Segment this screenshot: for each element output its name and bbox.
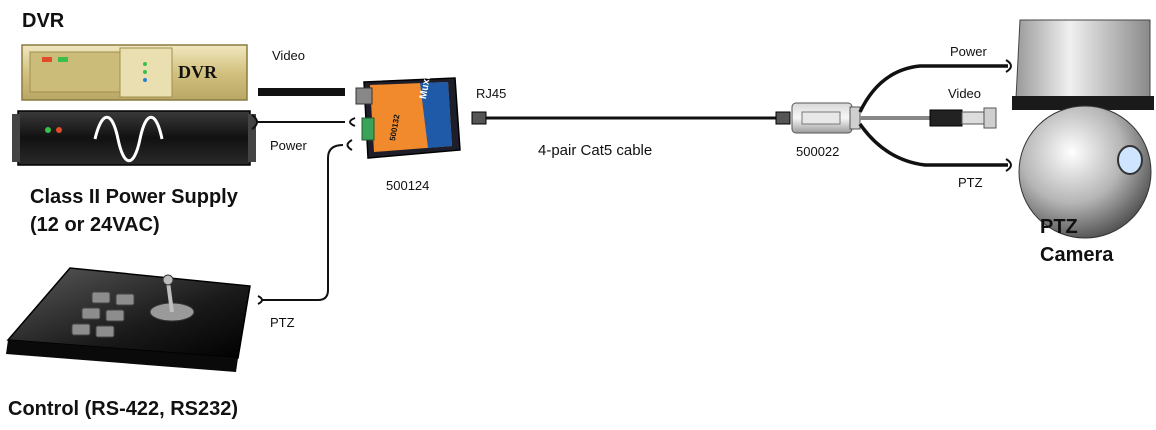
dvr-badge: DVR	[178, 62, 217, 82]
control-title: Control (RS-422, RS232)	[8, 398, 239, 420]
ptz-dome-camera-icon	[1012, 19, 1154, 239]
control-keyboard	[6, 267, 251, 372]
ptz-label-left: PTZ	[270, 315, 295, 330]
power-label-right: Power	[950, 44, 987, 59]
rj45-label: RJ45	[476, 86, 507, 101]
right-wiring	[858, 59, 1012, 172]
dvr-title: DVR	[22, 10, 65, 32]
camera-title-line1: PTZ	[1040, 216, 1078, 238]
sine-wave-icon	[93, 116, 164, 162]
cat5-cable	[471, 111, 791, 125]
joystick-icon	[149, 274, 195, 322]
psu-subtitle: (12 or 24VAC)	[30, 214, 160, 236]
left-wiring	[251, 88, 356, 305]
hub-model-label: 500124	[386, 178, 430, 193]
power-supply-unit	[12, 110, 256, 166]
cable-label: 4-pair Cat5 cable	[538, 142, 653, 159]
dvr-unit	[21, 44, 248, 101]
balun-500022	[791, 102, 861, 134]
camera-title-line2: Camera	[1040, 244, 1114, 266]
video-label-left: Video	[272, 48, 306, 63]
ptz-label-right: PTZ	[958, 175, 983, 190]
psu-title: Class II Power Supply	[30, 186, 238, 208]
ptz-control-wire	[257, 144, 344, 305]
power-label-left: Power	[270, 138, 307, 153]
balun-model-label: 500022	[796, 144, 840, 159]
video-label-right: Video	[948, 86, 982, 101]
muxlab-hub	[355, 77, 461, 159]
